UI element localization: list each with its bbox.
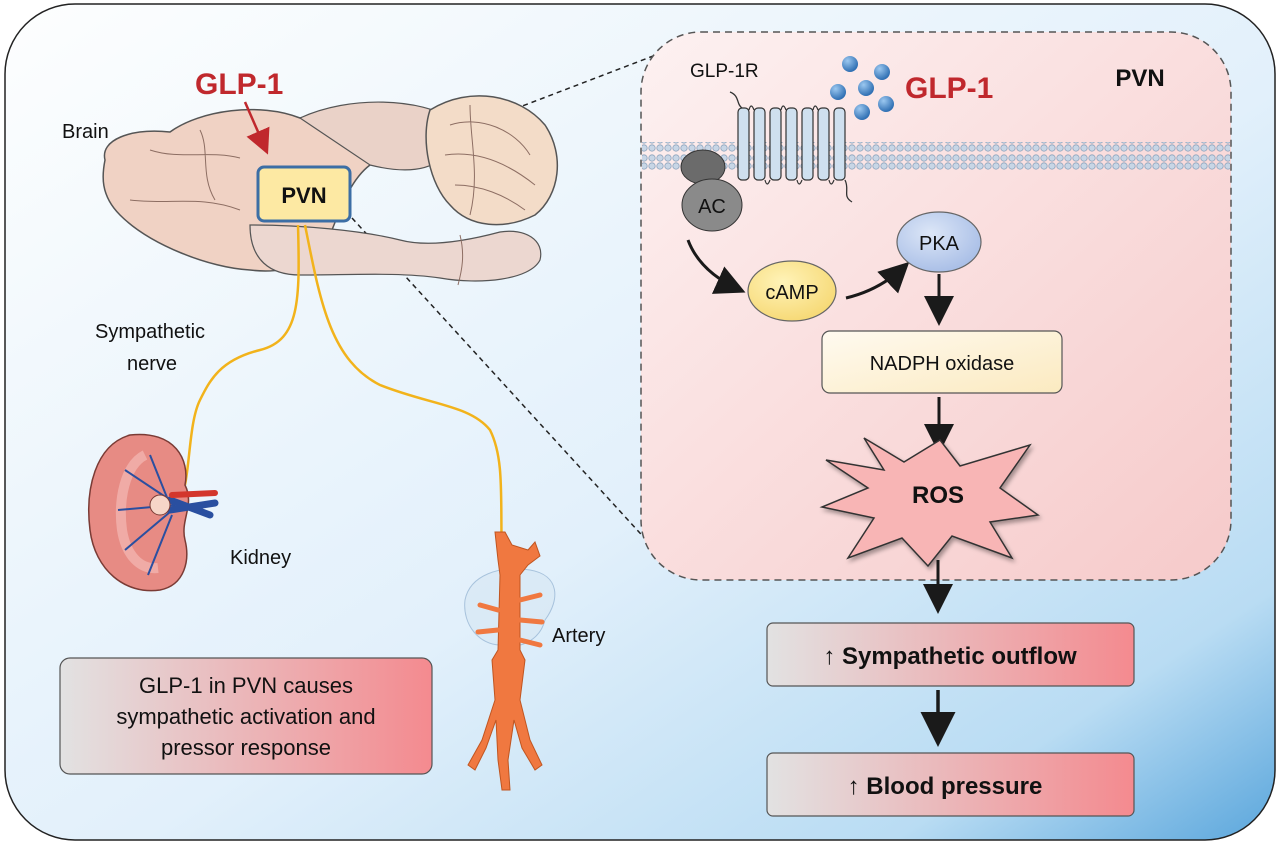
kidney-label: Kidney — [230, 547, 291, 569]
summary-box — [59, 657, 433, 775]
arrow-camp-to-pka — [845, 261, 910, 300]
pvn-box-label: PVN — [281, 183, 326, 208]
nerve-label-line2: nerve — [127, 353, 177, 375]
arrow-ac-to-camp — [686, 239, 746, 294]
nadph-oxidase-label: NADPH oxidase — [870, 353, 1015, 375]
brain-label: Brain — [62, 121, 109, 143]
sympathetic-nerve-to-kidney — [183, 224, 300, 486]
nadph-oxidase-box — [821, 330, 1063, 394]
glp1-panel-label: GLP-1 — [905, 72, 993, 105]
artery-label: Artery — [552, 625, 605, 647]
pvn-panel-title: PVN — [1115, 65, 1164, 92]
kidney-icon — [88, 433, 219, 592]
cell-membrane — [642, 142, 1230, 170]
sympathetic-outflow-box — [766, 622, 1135, 687]
ac-label: AC — [698, 196, 726, 218]
blood-pressure-label: ↑ Blood pressure — [848, 773, 1043, 800]
pka-label: PKA — [919, 233, 960, 255]
sympathetic-outflow-label: ↑ Sympathetic outflow — [823, 643, 1077, 670]
nerve-label-line1: Sympathetic — [95, 321, 205, 343]
brain-icon — [102, 95, 558, 286]
pka-node — [896, 211, 982, 273]
glp1-receptor-icon — [729, 91, 853, 203]
summary-line3: pressor response — [161, 735, 331, 760]
zoom-line-top — [354, 39, 696, 171]
camp-label: cAMP — [765, 282, 818, 304]
pvn-box — [256, 165, 352, 223]
summary-line1: GLP-1 in PVN causes — [139, 673, 353, 698]
glp1-to-pvn-arrow — [243, 101, 270, 155]
summary-line2: sympathetic activation and — [116, 704, 375, 729]
ros-label: ROS — [912, 482, 964, 509]
camp-node — [747, 260, 837, 322]
blood-pressure-box — [766, 752, 1135, 817]
ac-enzyme-icon — [680, 149, 743, 232]
glp1-brain-label: GLP-1 — [195, 68, 283, 101]
artery-icon — [464, 531, 556, 791]
sympathetic-nerve-to-artery — [303, 224, 504, 566]
glp1r-label: GLP-1R — [690, 61, 759, 82]
glp1-ligand-icon — [830, 56, 894, 120]
ros-burst-icon — [819, 437, 1040, 568]
